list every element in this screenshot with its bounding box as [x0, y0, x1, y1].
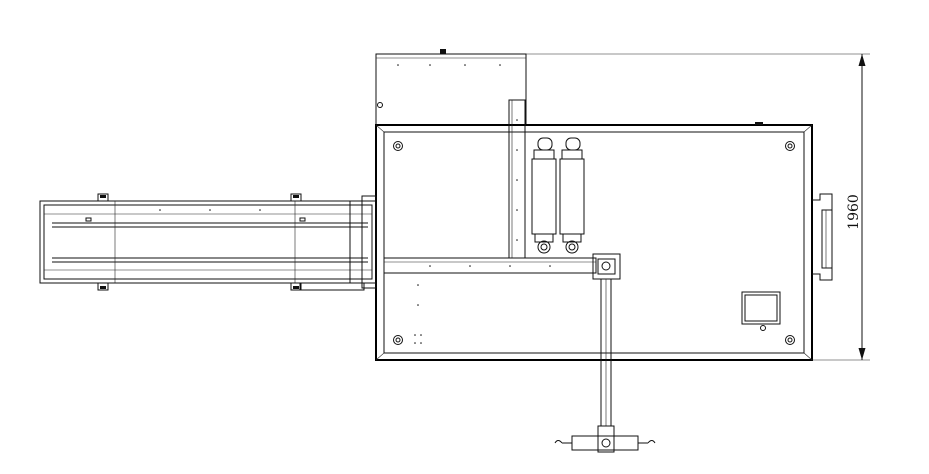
control-box — [741, 291, 781, 331]
conveyor-bracket — [97, 193, 109, 202]
conveyor-bracket — [290, 193, 302, 202]
dimension-label: 1960 — [846, 194, 862, 230]
cylinder-left — [531, 137, 557, 254]
pivot-block — [592, 253, 621, 280]
horizontal-rail — [383, 257, 597, 274]
conveyor — [39, 193, 377, 291]
cylinder-right — [559, 137, 585, 254]
vertical-rail — [508, 99, 526, 259]
corner-bolt — [393, 335, 403, 345]
corner-bolt — [785, 335, 795, 345]
top-cabinet — [375, 49, 527, 126]
side-bracket — [812, 193, 833, 281]
handle-bar — [554, 425, 656, 453]
conveyor-bracket — [97, 282, 109, 291]
corner-bolt — [393, 141, 403, 151]
corner-bolt — [785, 141, 795, 151]
conveyor-bracket — [290, 282, 302, 291]
dimension-1960: 1960 — [526, 53, 870, 361]
